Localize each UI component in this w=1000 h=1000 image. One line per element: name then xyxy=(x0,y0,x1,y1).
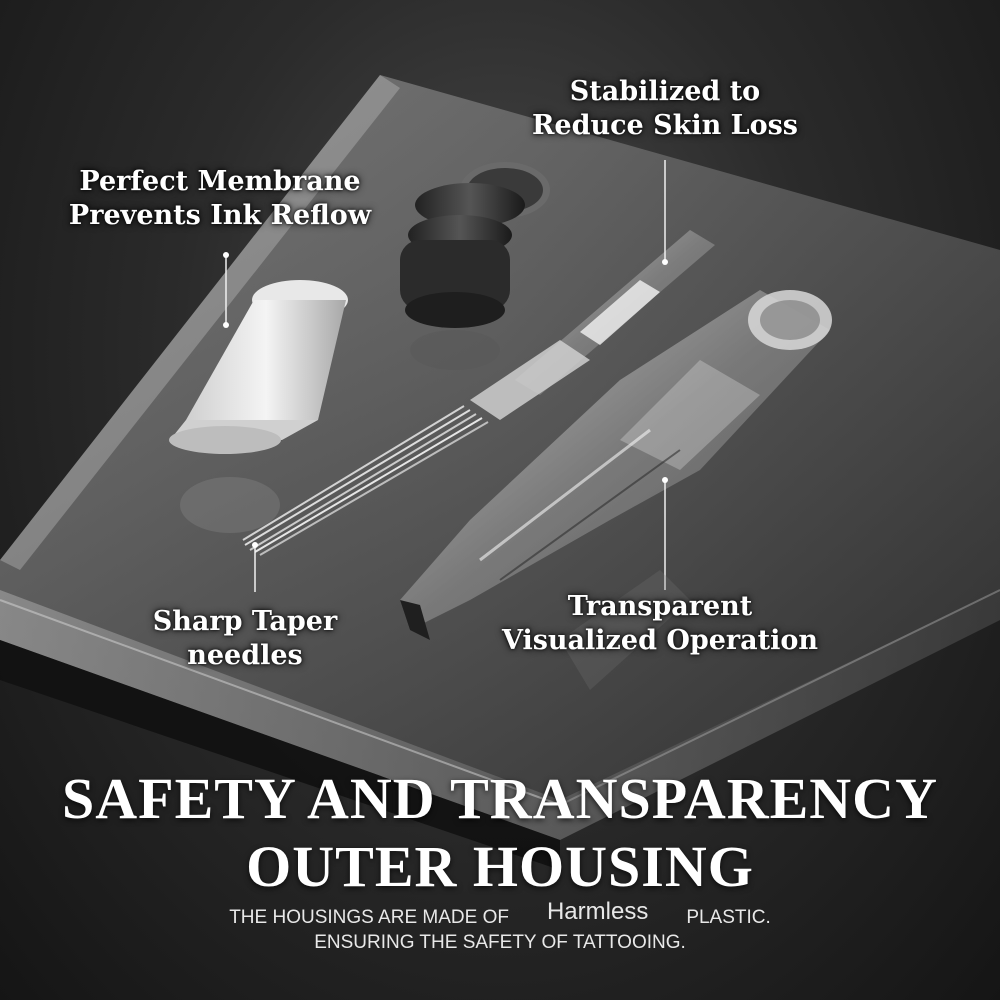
callout-stabilized-line1: Stabilized to xyxy=(569,76,761,107)
subtext-line1: THE HOUSINGS ARE MADE OF Harmless PLASTIC. xyxy=(0,898,1000,930)
needle-assembly xyxy=(242,160,715,592)
callout-membrane-line2: Prevents Ink Reflow xyxy=(68,199,372,231)
membrane-cap xyxy=(169,252,348,533)
subtext-part1: THE HOUSINGS ARE MADE OF xyxy=(229,907,509,928)
callout-transparent: Transparent Visualized Operation xyxy=(490,590,830,658)
headline-line1: SAFETY AND TRANSPARENCY xyxy=(62,766,938,831)
callout-stabilized: Stabilized to Reduce Skin Loss xyxy=(510,75,820,143)
callout-transparent-line2: Visualized Operation xyxy=(501,624,819,656)
subtext-emphasis: Harmless xyxy=(546,898,649,925)
callout-taper-line1: Sharp Taper xyxy=(152,606,338,637)
headline-line2: OUTER HOUSING xyxy=(246,834,754,899)
stabilizer-part xyxy=(400,162,550,370)
subtext-line2: ENSURING THE SAFETY OF TATTOOING. xyxy=(314,932,686,953)
callout-taper-line2: needles xyxy=(187,639,303,671)
callout-membrane-line1: Perfect Membrane xyxy=(79,166,361,197)
subtext-part2: PLASTIC. xyxy=(686,907,771,928)
cartridge-housing xyxy=(400,290,832,690)
callout-transparent-line1: Transparent xyxy=(567,591,753,622)
glass-slab xyxy=(0,75,1000,870)
callout-taper: Sharp Taper needles xyxy=(140,605,350,673)
callout-stabilized-line2: Reduce Skin Loss xyxy=(531,109,799,141)
callout-membrane: Perfect Membrane Prevents Ink Reflow xyxy=(60,165,380,233)
